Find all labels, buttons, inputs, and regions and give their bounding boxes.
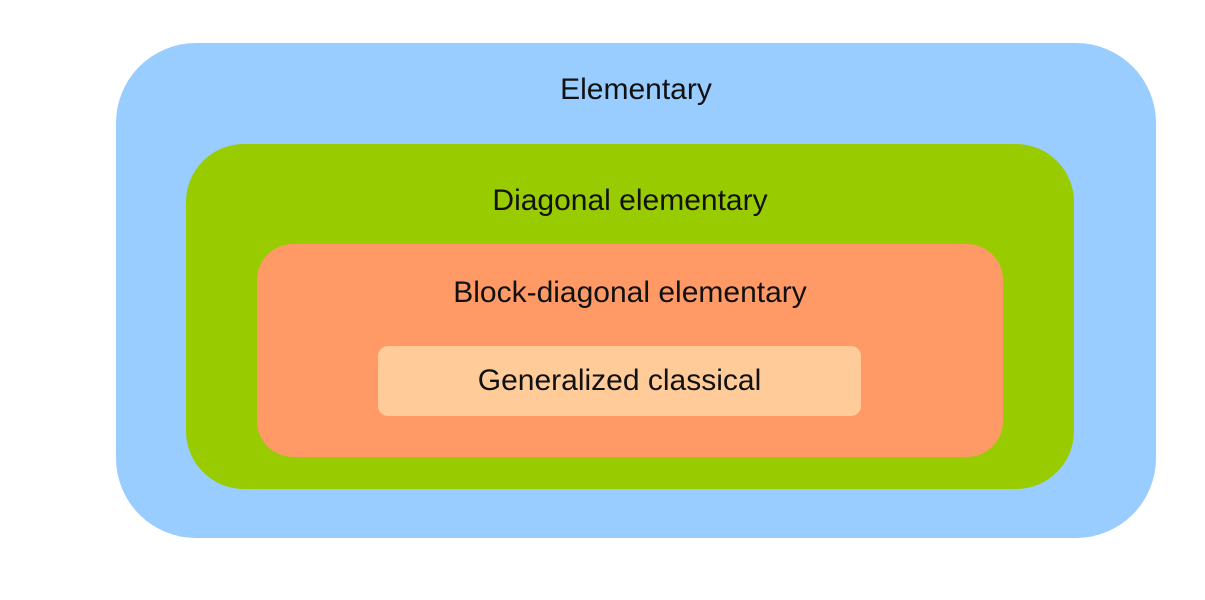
diagonal-elementary-label: Diagonal elementary xyxy=(492,184,768,217)
block-diagonal-elementary-label: Block-diagonal elementary xyxy=(453,276,807,309)
block-diagonal-elementary-region: Block-diagonal elementary Generalized cl… xyxy=(257,244,1003,457)
diagonal-elementary-region: Diagonal elementary Block-diagonal eleme… xyxy=(186,144,1074,489)
generalized-classical-region: Generalized classical xyxy=(378,346,861,416)
generalized-classical-label: Generalized classical xyxy=(477,364,762,397)
elementary-region: Elementary Diagonal elementary Block-dia… xyxy=(116,43,1156,538)
elementary-label: Elementary xyxy=(560,73,712,106)
